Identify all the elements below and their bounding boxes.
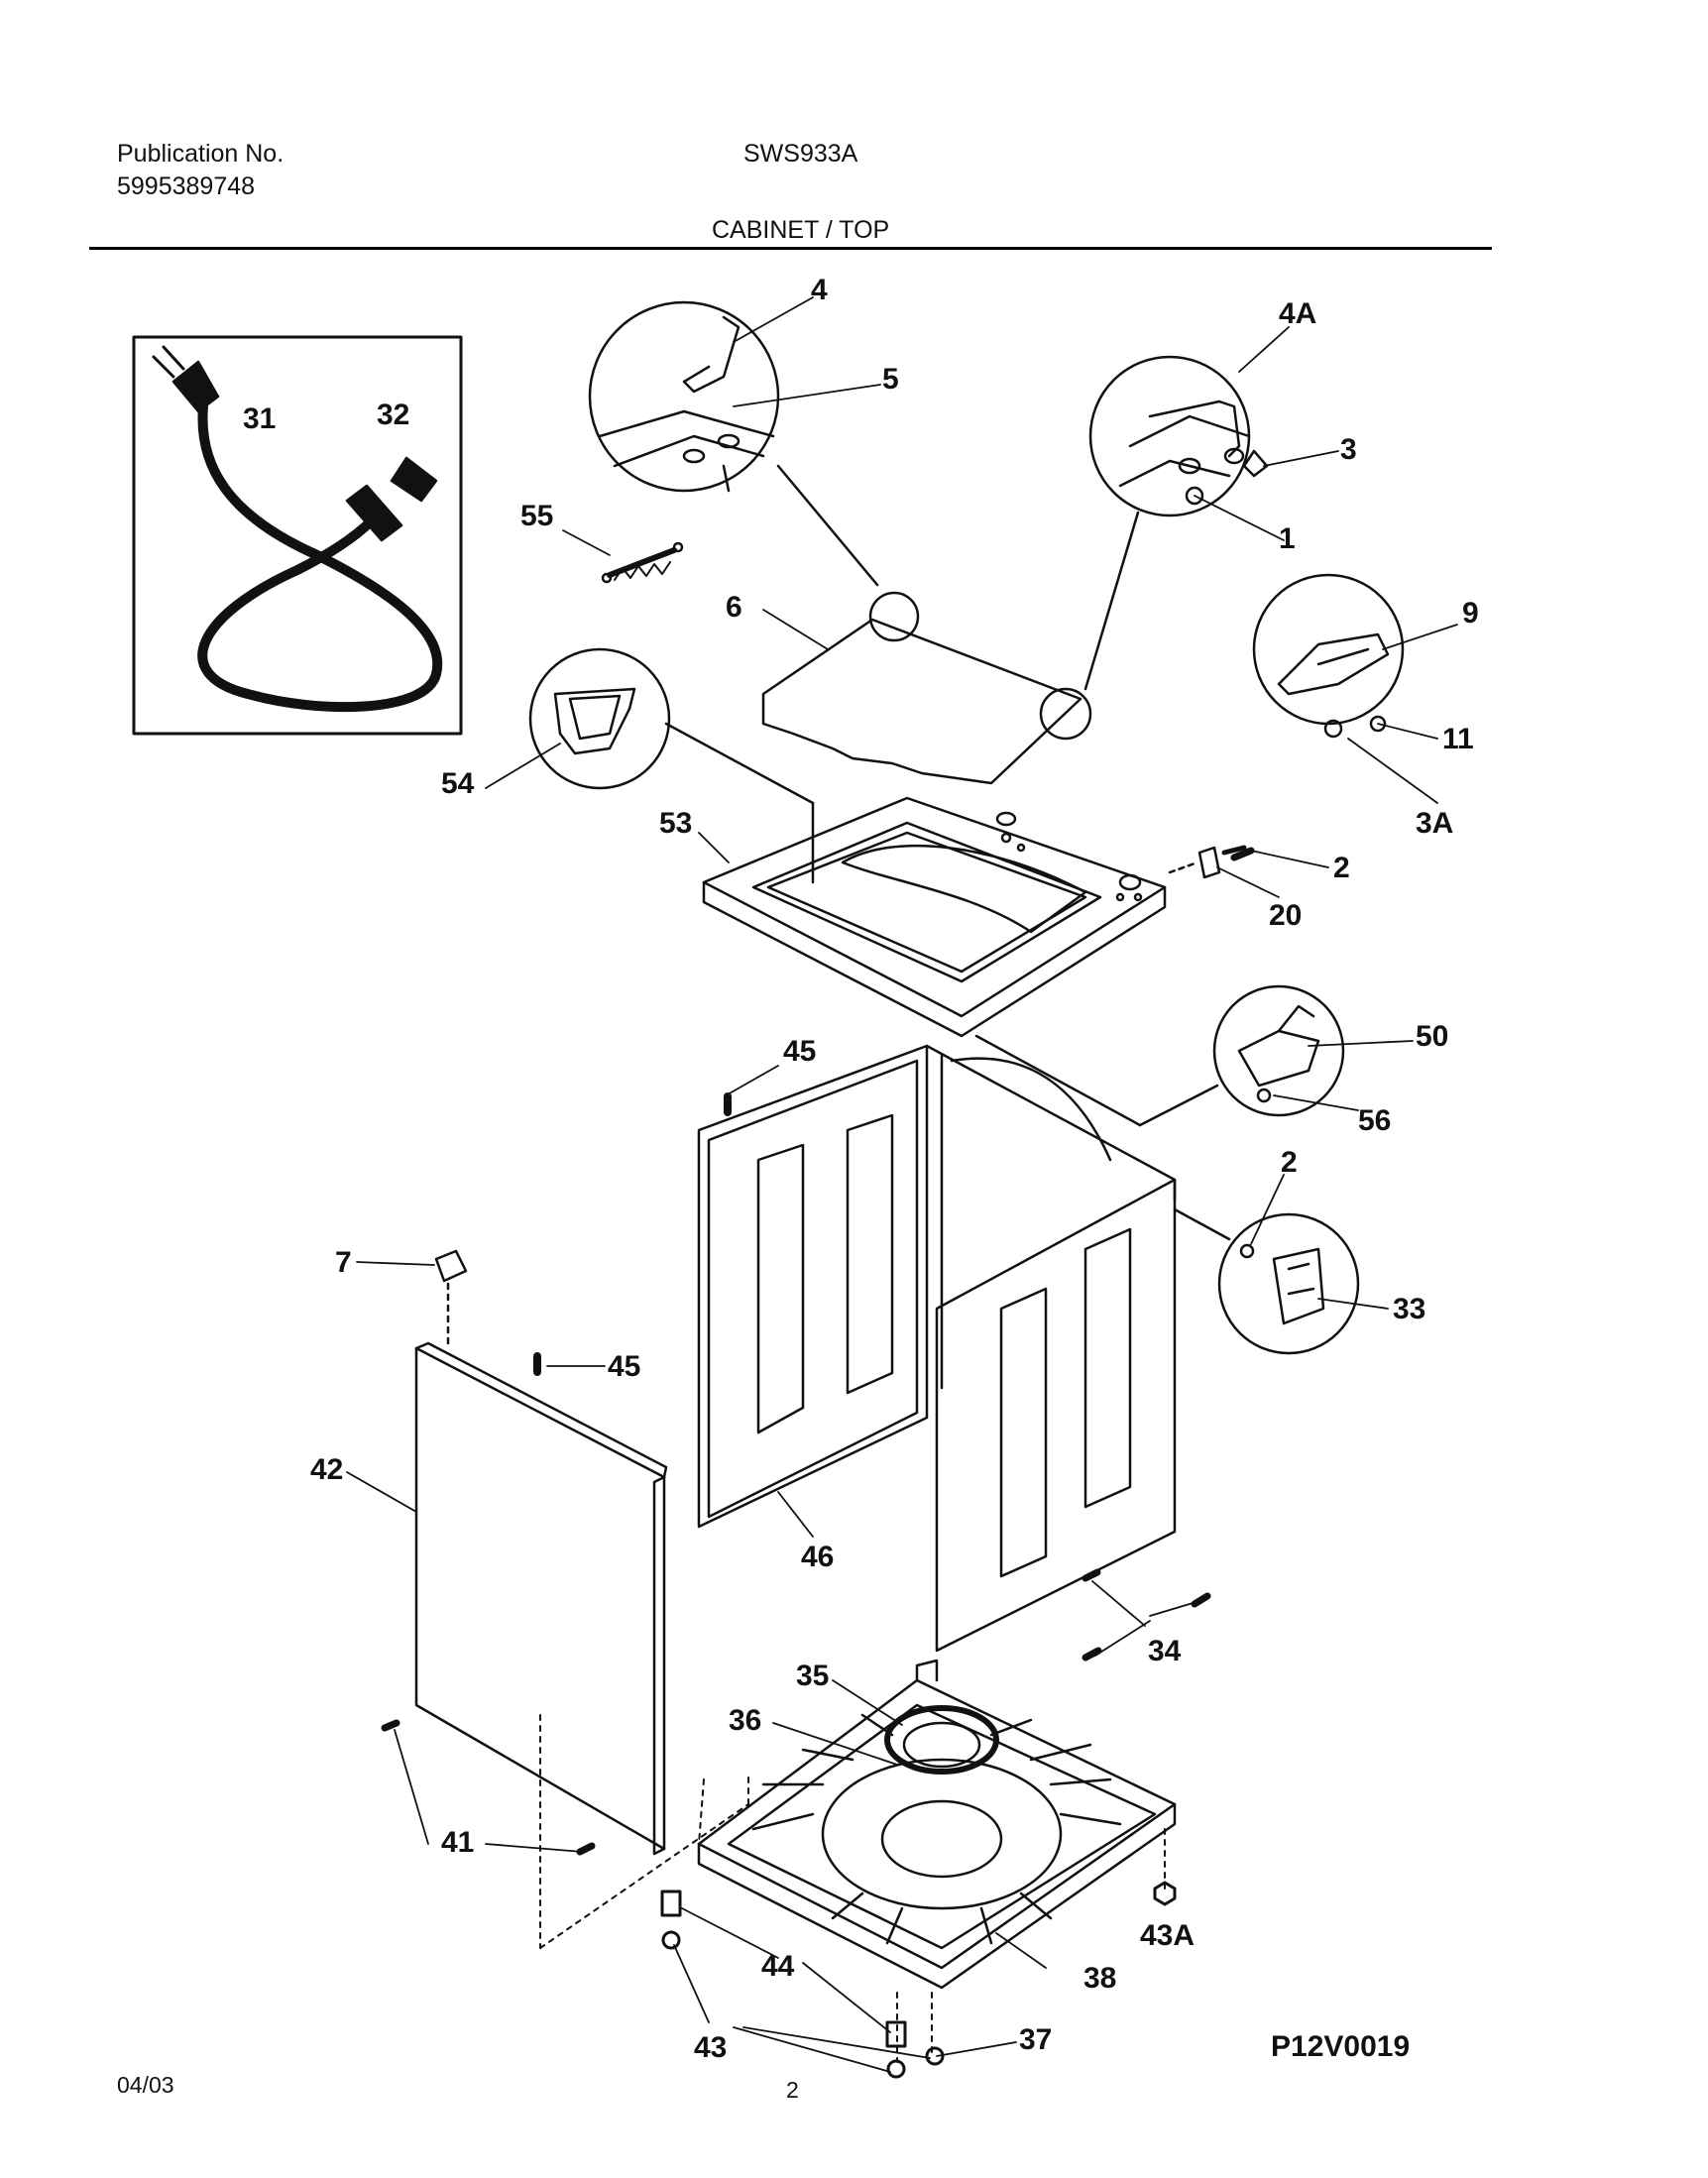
- callout-label: 4A: [1279, 297, 1316, 330]
- callout-label: 32: [377, 399, 409, 431]
- callout-label: 43: [694, 2031, 727, 2064]
- page-number: 2: [786, 2077, 799, 2103]
- callout-label: 5: [882, 363, 899, 396]
- section-title: CABINET / TOP: [712, 216, 890, 244]
- cabinet-base: [697, 1659, 1177, 1990]
- callout-label: 34: [1148, 1635, 1182, 1667]
- callout-label: 53: [659, 807, 692, 840]
- callout-label: 35: [796, 1660, 829, 1692]
- callout-label: 42: [310, 1453, 343, 1486]
- callout-label: 20: [1269, 899, 1302, 932]
- callout-label: 45: [608, 1350, 640, 1383]
- water-valve-detail-circle: [1217, 1212, 1360, 1355]
- power-cord-inset: [132, 335, 463, 736]
- lid: [761, 618, 1082, 785]
- callout-label: 33: [1393, 1293, 1425, 1325]
- callout-label: 9: [1462, 597, 1479, 630]
- top-panel: [702, 796, 1167, 1038]
- model-number: SWS933A: [743, 140, 858, 168]
- lid-spring: [601, 541, 684, 584]
- lid-switch-detail-circle: [1212, 984, 1345, 1117]
- callout-label: 3: [1340, 433, 1357, 466]
- cabinet-front-panel: [414, 1341, 668, 1856]
- callout-label: 7: [335, 1246, 352, 1279]
- callout-label: 2: [1333, 852, 1350, 884]
- publication-number: 5995389748: [117, 172, 256, 200]
- callout-label: 55: [520, 500, 553, 532]
- callout-label: 38: [1083, 1962, 1116, 1995]
- callout-label: 1: [1279, 522, 1296, 555]
- callout-label: 50: [1416, 1020, 1448, 1053]
- callout-label: 4: [811, 274, 828, 306]
- callout-label: 46: [801, 1541, 834, 1573]
- callout-label: 43A: [1140, 1919, 1195, 1952]
- cabinet-right-panel: [935, 1178, 1177, 1653]
- diagram-code: P12V0019: [1271, 2030, 1411, 2063]
- callout-label: 54: [441, 767, 475, 800]
- callout-label: 31: [243, 402, 276, 435]
- callout-label: 3A: [1416, 807, 1453, 840]
- callout-label: 36: [729, 1704, 761, 1737]
- callout-label: 37: [1019, 2023, 1052, 2056]
- dispenser-detail-circle: [528, 647, 671, 790]
- hinge-detail-circle: [588, 300, 780, 493]
- callout-label: 44: [761, 1950, 795, 1983]
- header-rule: [89, 247, 1492, 250]
- revision-date: 04/03: [117, 2072, 174, 2098]
- hinge-bracket-detail-circle: [1088, 355, 1269, 517]
- callout-label: 41: [441, 1826, 474, 1859]
- callout-label: 45: [783, 1035, 816, 1068]
- callout-label: 56: [1358, 1104, 1391, 1137]
- callout-label: 6: [726, 591, 742, 624]
- callout-label: 11: [1442, 723, 1474, 755]
- publication-label: Publication No.: [117, 140, 285, 168]
- latch-detail-circle: [1252, 573, 1405, 739]
- callout-label: 2: [1281, 1146, 1298, 1179]
